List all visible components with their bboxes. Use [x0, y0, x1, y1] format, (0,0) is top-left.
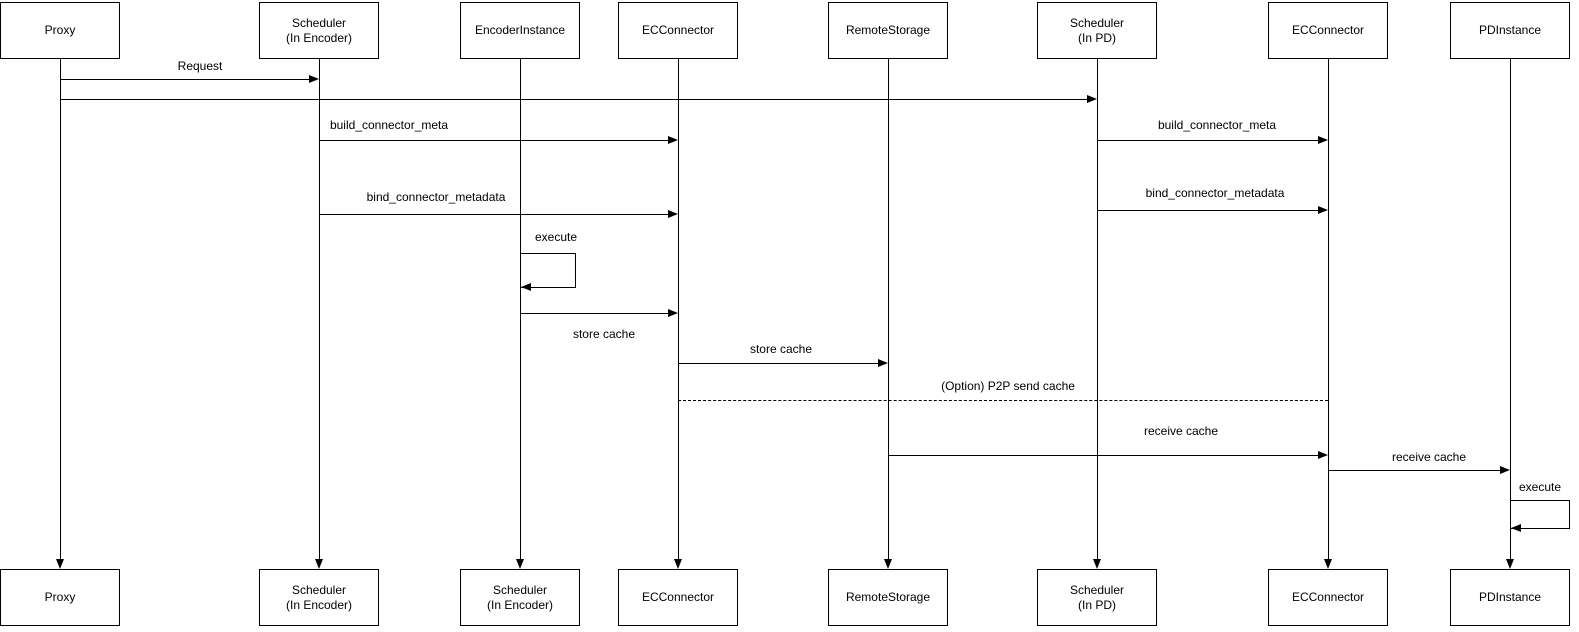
- lifeline-arrowhead-icon: [884, 559, 892, 569]
- actor-top-remote-storage: RemoteStorage: [828, 2, 948, 59]
- message-arrowhead-icon: [668, 309, 678, 317]
- message-arrowhead-icon: [1087, 95, 1097, 103]
- message-arrowhead-icon: [1318, 206, 1328, 214]
- message-arrowhead-icon: [1318, 136, 1328, 144]
- message-line-proxy-to-scheduler-encoder: [60, 79, 311, 80]
- actor-bottom-scheduler-encoder: Scheduler (In Encoder): [259, 569, 379, 626]
- message-label: (Option) P2P send cache: [939, 379, 1077, 393]
- actor-bottom-ec-connector-2: ECConnector: [1268, 569, 1388, 626]
- lifeline-arrowhead-icon: [674, 559, 682, 569]
- lifeline-arrowhead-icon: [1324, 559, 1332, 569]
- message-label: bind_connector_metadata: [364, 190, 508, 204]
- message-label: store cache: [747, 342, 815, 356]
- message-arrowhead-icon: [878, 359, 888, 367]
- message-line-proxy-to-scheduler-pd: [60, 99, 1089, 100]
- message-label: Request: [175, 59, 225, 73]
- self-message-label: execute: [532, 230, 580, 244]
- message-label: receive cache: [1141, 424, 1221, 438]
- lifeline-arrowhead-icon: [315, 559, 323, 569]
- message-label: build_connector_meta: [327, 118, 451, 132]
- self-message-label: execute: [1516, 480, 1564, 494]
- lifeline-proxy: [60, 59, 61, 561]
- lifeline-arrowhead-icon: [516, 559, 524, 569]
- lifeline-scheduler-pd: [1097, 59, 1098, 561]
- message-arrowhead-icon: [309, 75, 319, 83]
- message-line-scheduler-encoder-to-ec-connector-1: [319, 214, 670, 215]
- message-arrowhead-icon: [1318, 451, 1328, 459]
- actor-top-encoder-instance: EncoderInstance: [460, 2, 580, 59]
- message-line-scheduler-pd-to-ec-connector-2: [1097, 210, 1320, 211]
- lifeline-remote-storage: [888, 59, 889, 561]
- self-message-arrowhead-icon: [1511, 524, 1521, 532]
- self-message-arrowhead-icon: [521, 283, 531, 291]
- message-arrowhead-icon: [668, 136, 678, 144]
- actor-top-ec-connector-2: ECConnector: [1268, 2, 1388, 59]
- message-label: bind_connector_metadata: [1143, 186, 1287, 200]
- message-label: store cache: [570, 327, 638, 341]
- actor-bottom-remote-storage: RemoteStorage: [828, 569, 948, 626]
- message-arrowhead-icon: [668, 210, 678, 218]
- actor-bottom-pd-instance: PDInstance: [1450, 569, 1570, 626]
- actor-top-scheduler-encoder: Scheduler (In Encoder): [259, 2, 379, 59]
- message-line-scheduler-pd-to-ec-connector-2: [1097, 140, 1320, 141]
- lifeline-arrowhead-icon: [1506, 559, 1514, 569]
- message-line-encoder-instance-to-ec-connector-1: [520, 313, 670, 314]
- lifeline-ec-connector-2: [1328, 59, 1329, 561]
- message-line-ec-connector-2-to-pd-instance: [1328, 470, 1502, 471]
- actor-bottom-encoder-instance: Scheduler (In Encoder): [460, 569, 580, 626]
- lifeline-encoder-instance: [520, 59, 521, 561]
- self-message-loop-encoder-instance: [520, 253, 576, 288]
- lifeline-scheduler-encoder: [319, 59, 320, 561]
- actor-top-proxy: Proxy: [0, 2, 120, 59]
- actor-bottom-ec-connector-1: ECConnector: [618, 569, 738, 626]
- actor-bottom-proxy: Proxy: [0, 569, 120, 626]
- message-arrowhead-icon: [1500, 466, 1510, 474]
- lifeline-arrowhead-icon: [1093, 559, 1101, 569]
- lifeline-arrowhead-icon: [56, 559, 64, 569]
- lifeline-pd-instance: [1510, 59, 1511, 561]
- message-line-remote-storage-to-ec-connector-2: [888, 455, 1320, 456]
- actor-bottom-scheduler-pd: Scheduler (In PD): [1037, 569, 1157, 626]
- message-line-ec-connector-1-to-remote-storage: [678, 363, 880, 364]
- actor-top-ec-connector-1: ECConnector: [618, 2, 738, 59]
- actor-top-pd-instance: PDInstance: [1450, 2, 1570, 59]
- message-label: build_connector_meta: [1155, 118, 1279, 132]
- self-message-loop-pd-instance: [1510, 500, 1570, 529]
- message-label: receive cache: [1389, 450, 1469, 464]
- message-line-ec-connector-1-to-ec-connector-2: [678, 400, 1328, 401]
- lifeline-ec-connector-1: [678, 59, 679, 561]
- message-line-scheduler-encoder-to-ec-connector-1: [319, 140, 670, 141]
- actor-top-scheduler-pd: Scheduler (In PD): [1037, 2, 1157, 59]
